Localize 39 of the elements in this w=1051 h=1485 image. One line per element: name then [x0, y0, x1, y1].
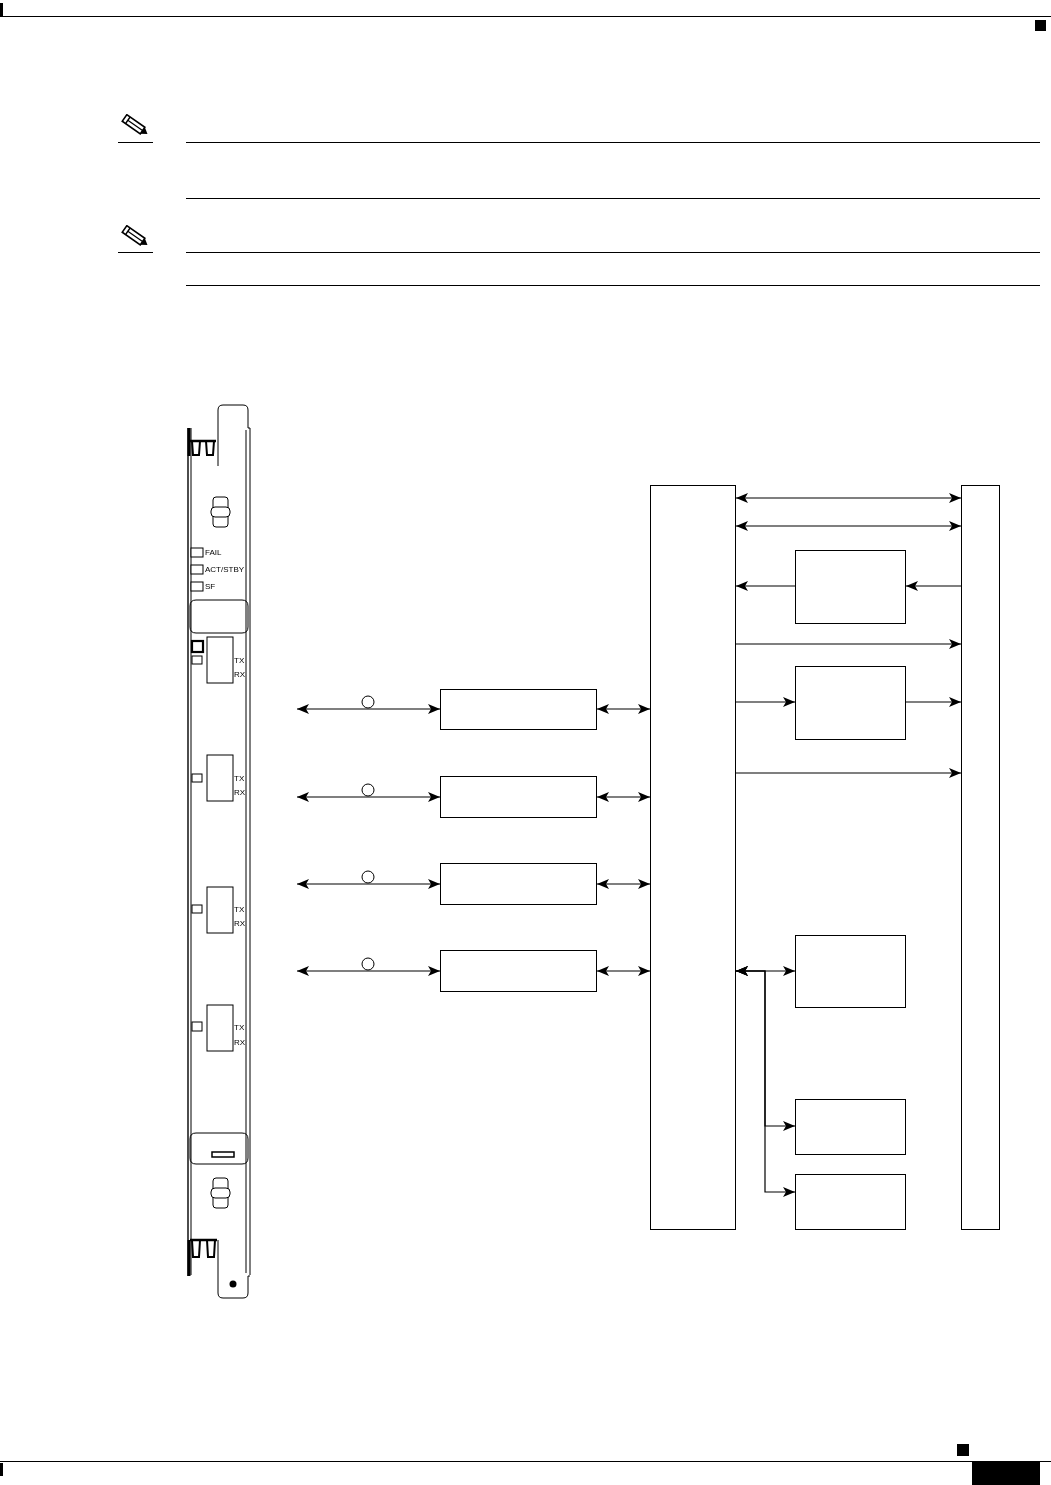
block-box — [650, 485, 736, 1230]
double-headed-arrow — [296, 966, 441, 976]
double-headed-arrow — [296, 879, 441, 889]
port-label: TX — [234, 906, 245, 914]
block-box — [795, 1099, 906, 1155]
led-label: ACT/STBY — [205, 566, 245, 574]
double-headed-arrow — [596, 704, 651, 714]
led-label: SF — [205, 583, 216, 591]
port-label: RX — [234, 789, 246, 797]
block-box — [961, 485, 1000, 1230]
block-box — [795, 935, 906, 1008]
double-headed-arrow — [735, 521, 962, 531]
double-headed-arrow — [596, 792, 651, 802]
block-box — [795, 1174, 906, 1230]
block-box — [440, 863, 597, 905]
arrow — [735, 768, 962, 778]
arrow — [905, 697, 962, 707]
port-label: RX — [234, 920, 246, 928]
double-headed-arrow — [596, 966, 651, 976]
double-headed-arrow — [596, 879, 651, 889]
double-headed-arrow — [735, 966, 796, 1197]
double-headed-arrow — [296, 704, 441, 714]
port-label: TX — [234, 1024, 245, 1032]
block-box — [440, 776, 597, 818]
double-headed-arrow — [296, 792, 441, 802]
port-label: TX — [234, 657, 245, 665]
port-label: RX — [234, 671, 246, 679]
arrow — [905, 581, 962, 591]
block-box — [440, 950, 597, 992]
arrow — [735, 697, 796, 707]
block-box — [795, 550, 906, 624]
led-label: FAIL — [205, 549, 222, 557]
arrow — [735, 639, 962, 649]
port-label: TX — [234, 775, 245, 783]
arrow — [735, 581, 796, 591]
block-box — [440, 689, 597, 730]
port-label: RX — [234, 1039, 246, 1047]
block-box — [795, 666, 906, 740]
double-headed-arrow — [735, 493, 962, 503]
